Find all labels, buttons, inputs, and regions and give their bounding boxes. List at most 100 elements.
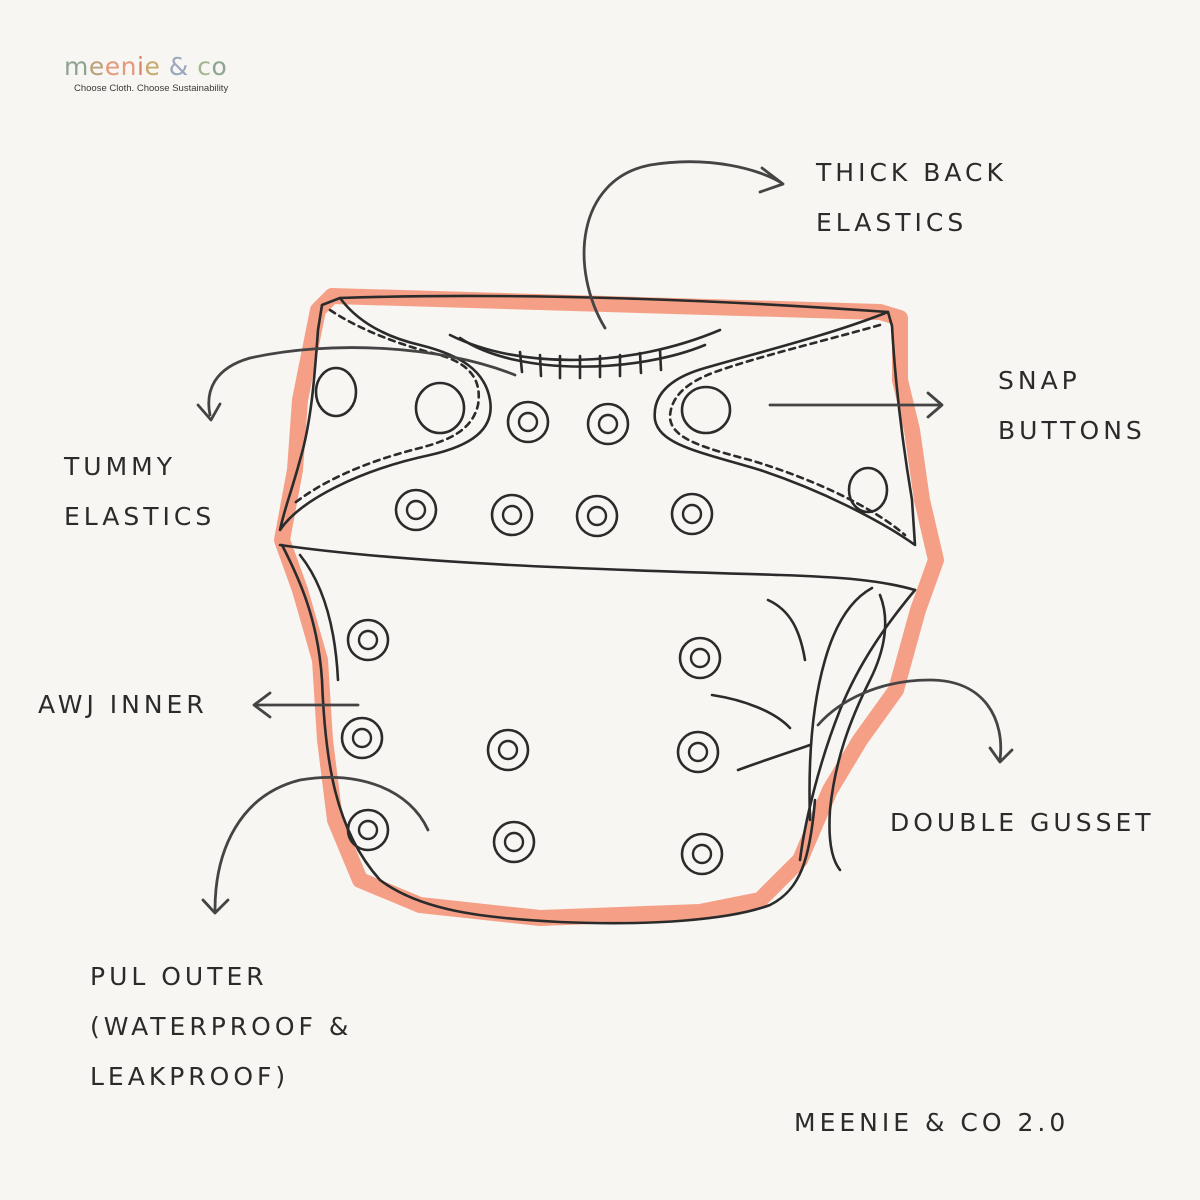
logo-letter: o — [211, 52, 228, 81]
right-wing-stitch — [668, 323, 907, 537]
label-pul-outer: PUL OUTER (WATERPROOF & LEAKPROOF) — [90, 952, 352, 1102]
snap-ring — [681, 503, 703, 525]
logo-letter: i — [137, 52, 145, 81]
gusset-loop — [828, 593, 887, 872]
left-wing — [278, 296, 492, 532]
label-line: PUL OUTER — [90, 962, 268, 991]
snap-button-large — [680, 385, 732, 435]
snap-ring — [676, 730, 720, 774]
snap-button — [680, 832, 724, 876]
snap-button — [346, 808, 390, 852]
label-line: (WATERPROOF & — [90, 1012, 353, 1041]
snap-button — [340, 716, 384, 760]
label-awj-inner: AWJ INNER — [38, 680, 208, 730]
label-line: BUTTONS — [998, 416, 1146, 445]
label-line: AWJ INNER — [38, 690, 208, 719]
label-line: ELASTICS — [816, 208, 968, 237]
gusset-outer — [798, 588, 917, 862]
fold-line — [736, 743, 812, 772]
snap-button — [506, 400, 550, 444]
snap-ring — [351, 727, 373, 749]
snap-button — [670, 492, 714, 536]
logo-letter — [160, 52, 168, 82]
diaper-highlight-outline — [274, 288, 944, 926]
arrow-thick-back-elastics — [582, 160, 782, 330]
snap-ring — [517, 411, 539, 433]
label-line: ELASTICS — [64, 502, 216, 531]
right-wing — [653, 310, 917, 547]
logo-letter: e — [88, 52, 105, 81]
snap-ring — [340, 716, 384, 760]
snap-button — [678, 636, 722, 680]
snap-ring — [357, 629, 379, 651]
arrowhead-awj-inner — [252, 691, 272, 719]
snap-button — [490, 493, 534, 537]
gusset-inner — [808, 586, 874, 822]
back-top-edge — [338, 294, 890, 314]
label-line: SNAP — [998, 366, 1081, 395]
arrow-tummy-elastics — [207, 346, 517, 417]
arrowhead-thick-back-elastics — [758, 166, 785, 194]
snap-button — [586, 402, 630, 446]
arrowhead-snap-buttons — [926, 391, 944, 419]
snap-button — [394, 488, 438, 532]
logo-letter — [189, 52, 197, 82]
snap-button — [575, 494, 619, 538]
label-line: MEENIE & CO 2.0 — [794, 1108, 1070, 1137]
callout-arrows — [196, 160, 1014, 915]
snap-buttons — [314, 366, 889, 876]
label-thick-back-elastics: THICK BACK ELASTICS — [816, 148, 1007, 248]
label-product-name: MEENIE & CO 2.0 — [794, 1098, 1069, 1148]
snap-ring — [689, 647, 711, 669]
snap-button — [676, 730, 720, 774]
snap-ring — [680, 832, 724, 876]
snap-ring — [490, 493, 534, 537]
snap-ring — [357, 819, 379, 841]
arrowhead-tummy-elastics — [196, 402, 222, 422]
snap-ring — [405, 499, 427, 521]
arrowhead-double-gusset — [988, 746, 1014, 764]
snap-ring — [575, 494, 619, 538]
label-line: THICK BACK — [816, 158, 1007, 187]
snap-ring — [497, 739, 519, 761]
arrowhead-pul-outer — [201, 898, 230, 915]
body-outline — [280, 543, 817, 925]
snap-button — [346, 618, 390, 662]
logo-letter: e — [104, 52, 121, 81]
brand-logo: meenie & co Choose Cloth. Choose Sustain… — [64, 52, 254, 100]
fold-line — [710, 693, 792, 730]
arrow-pul-outer — [213, 776, 430, 912]
back-opening — [448, 328, 722, 362]
label-snap-buttons: SNAP BUTTONS — [998, 356, 1146, 456]
label-line: LEAKPROOF) — [90, 1062, 290, 1091]
arrow-double-gusset — [816, 678, 1003, 762]
snap-ring — [586, 402, 630, 446]
logo-letter: n — [120, 52, 137, 81]
snap-ring — [678, 636, 722, 680]
snap-ring — [691, 843, 713, 865]
label-tummy-elastics: TUMMY ELASTICS — [64, 442, 215, 542]
label-double-gusset: DOUBLE GUSSET — [890, 798, 1155, 848]
logo-letter: c — [197, 52, 212, 81]
logo-letter: & — [168, 52, 189, 81]
snap-ring — [492, 820, 536, 864]
diaper-line-art — [278, 294, 917, 925]
left-wing-stitch — [290, 308, 481, 507]
back-elastic-gathers — [518, 348, 663, 380]
snap-ring — [346, 618, 390, 662]
snap-ring — [503, 831, 525, 853]
logo-letter: e — [144, 52, 161, 81]
brand-tagline: Choose Cloth. Choose Sustainability — [74, 83, 229, 94]
snap-ring — [597, 413, 619, 435]
snap-button-large — [414, 381, 466, 435]
left-leg-curve — [298, 553, 340, 682]
snap-ring — [586, 505, 608, 527]
fold-line — [766, 598, 807, 662]
snap-button — [492, 820, 536, 864]
label-line: TUMMY — [64, 452, 176, 481]
label-line: DOUBLE GUSSET — [890, 808, 1155, 837]
snap-button-large — [314, 366, 358, 418]
snap-ring — [501, 504, 523, 526]
snap-button-large — [847, 466, 889, 514]
